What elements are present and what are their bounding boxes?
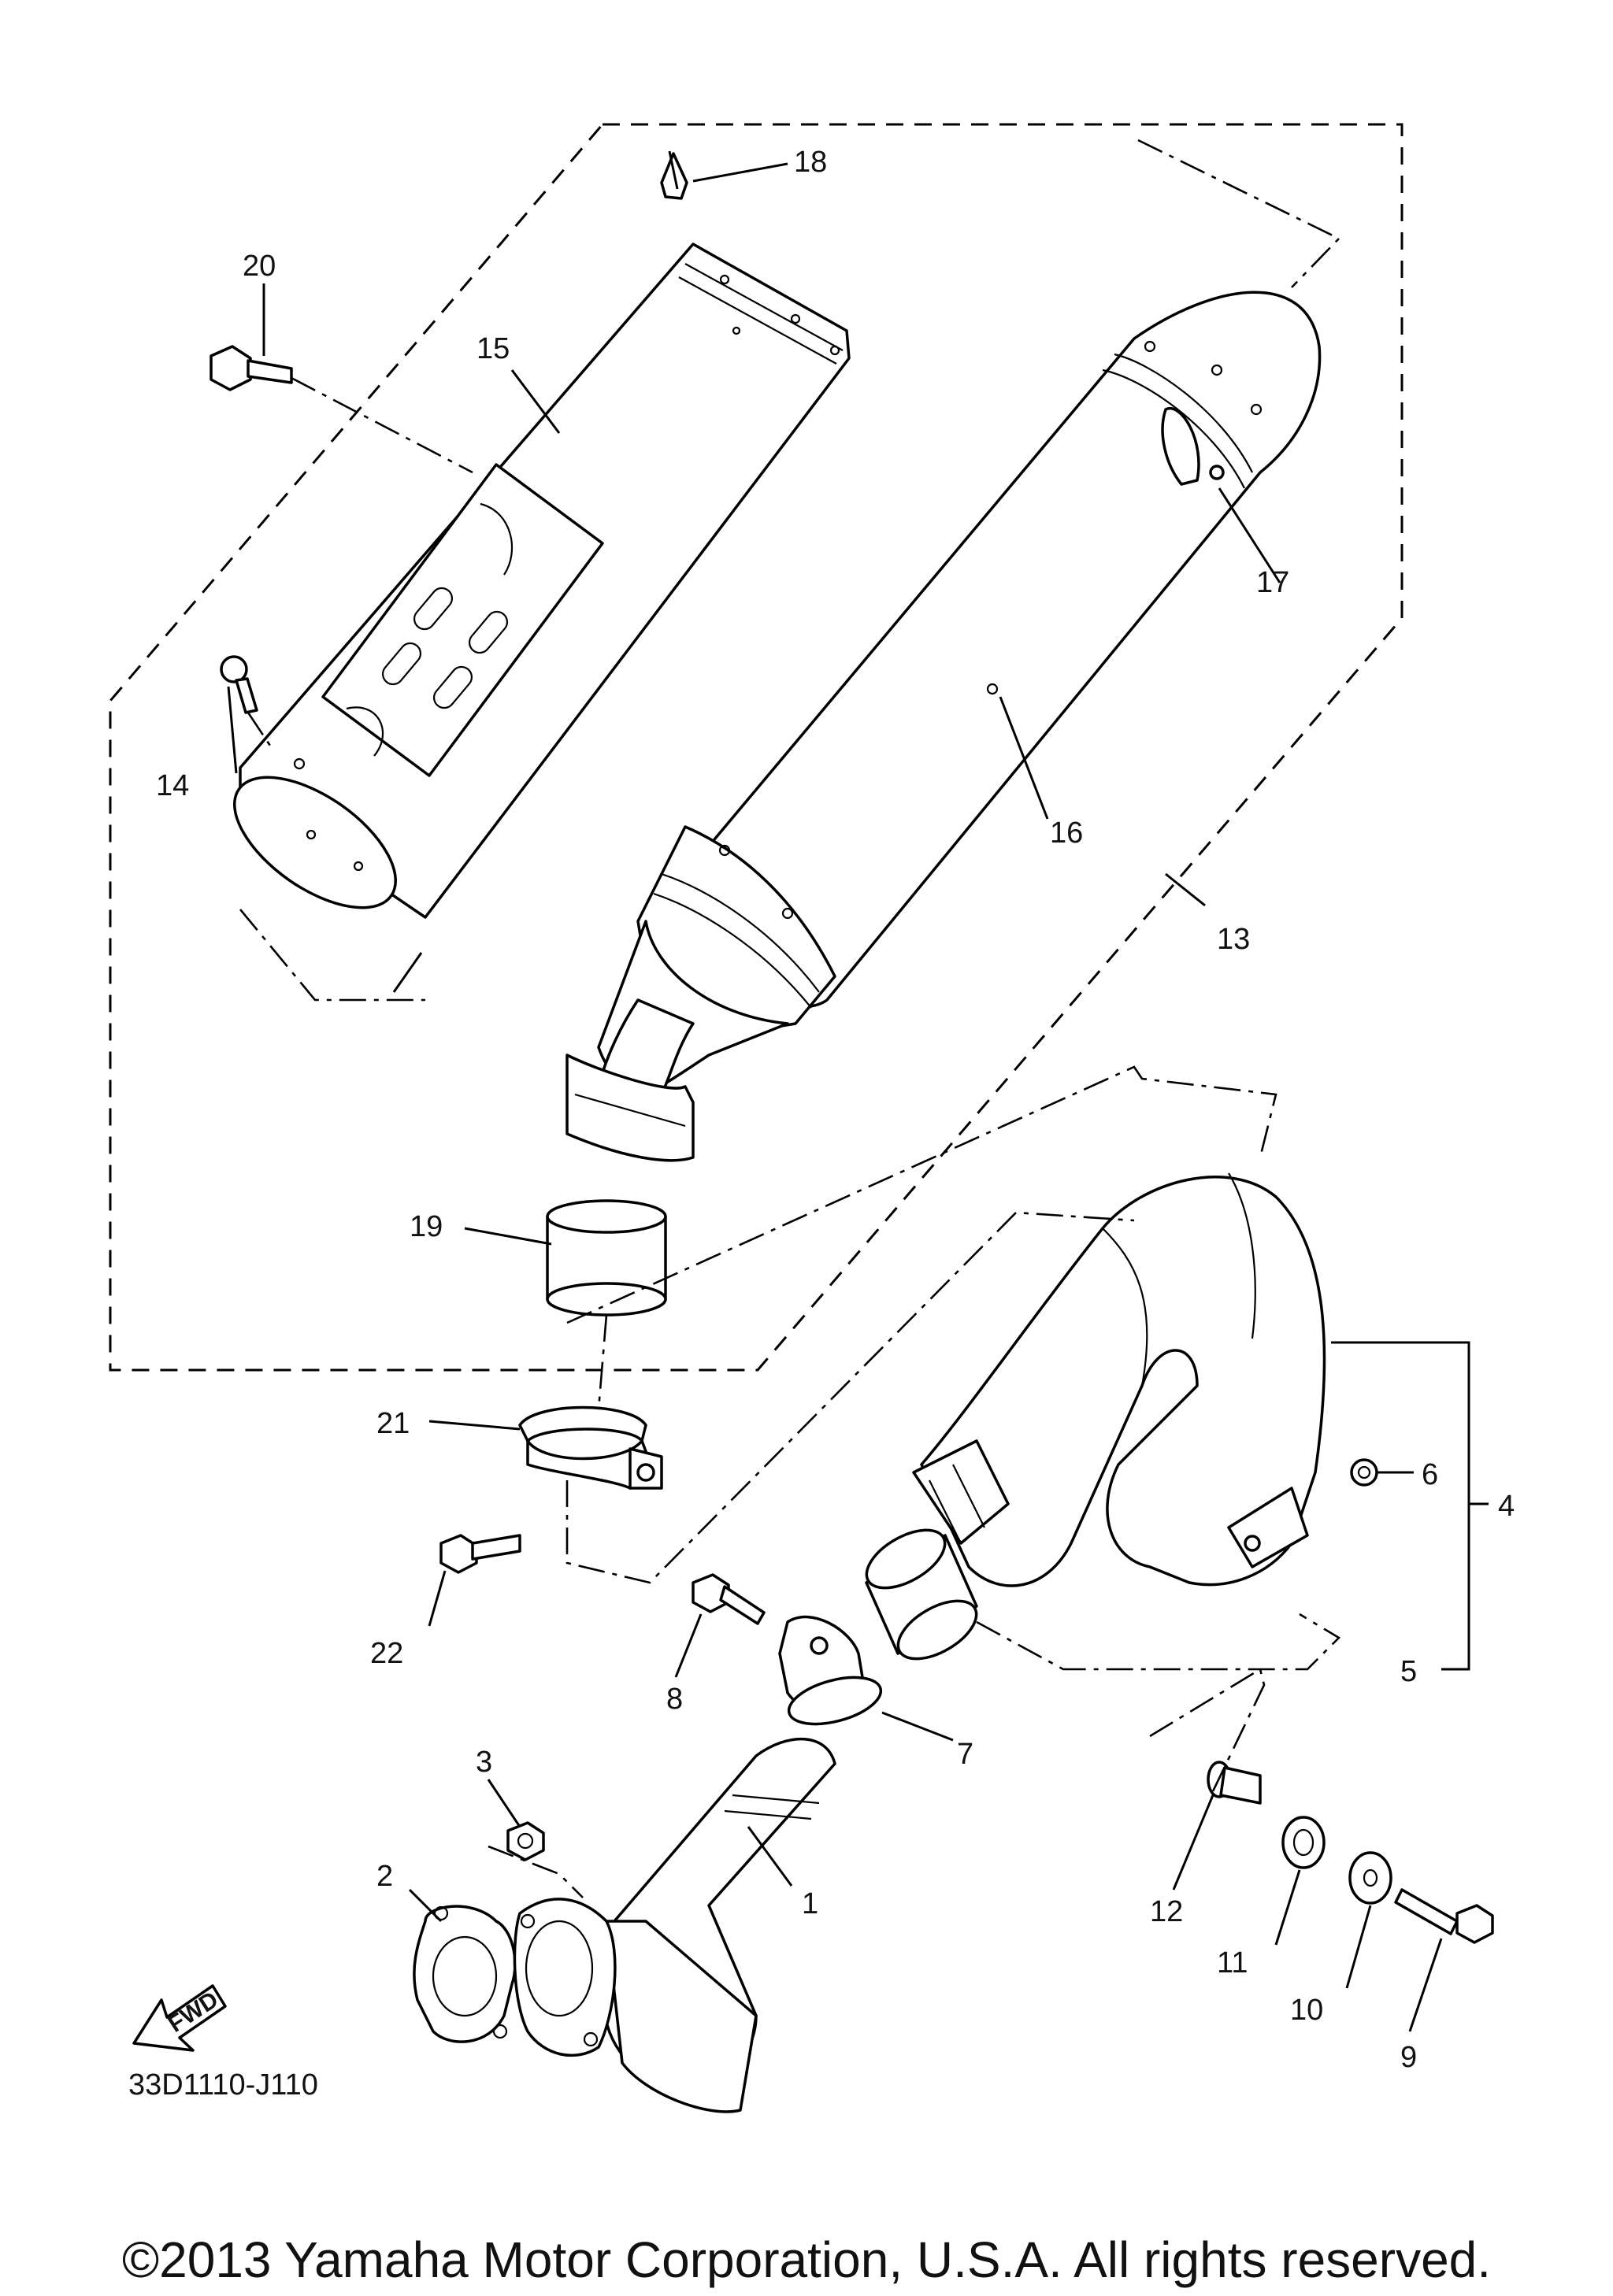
gasket-part-2 xyxy=(413,1905,517,2043)
callout-1: 1 xyxy=(802,1887,818,1920)
callout-6: 6 xyxy=(1422,1458,1438,1491)
joint-part-19 xyxy=(546,1199,667,1316)
bolt-part-9 xyxy=(1394,1888,1494,1944)
clamp-part-7 xyxy=(778,1615,883,1726)
bolt-part-22 xyxy=(439,1534,521,1574)
assembly-line-joint xyxy=(597,1314,608,1410)
bolt-part-14 xyxy=(220,655,258,714)
washer-part-10 xyxy=(1348,1851,1392,1905)
callout-19: 19 xyxy=(410,1210,443,1243)
assembly-line-bolt-20 xyxy=(291,376,473,474)
exhaust-pipe-part-1 xyxy=(603,1738,836,2113)
callout-8: 8 xyxy=(666,1683,683,1716)
callout-22: 22 xyxy=(370,1637,403,1670)
assembly-line-clamp-pipe xyxy=(565,1211,1135,1584)
callout-10: 10 xyxy=(1290,1994,1323,2027)
exhaust-flange xyxy=(513,1898,617,2057)
diagram-code: 33D1110-J110 xyxy=(128,2068,318,2102)
callout-5: 5 xyxy=(1400,1655,1417,1688)
leader-lines xyxy=(227,162,1489,2032)
callout-14: 14 xyxy=(156,769,189,802)
muffler-assembly-boundary xyxy=(109,123,1403,1372)
callout-21: 21 xyxy=(376,1407,410,1440)
exhaust-pipe-part-4 xyxy=(912,1172,1326,1587)
callout-4: 4 xyxy=(1498,1490,1515,1523)
nut-part-3 xyxy=(506,1821,545,1861)
bolt-part-8 xyxy=(692,1573,766,1625)
rivet-part-18 xyxy=(660,150,688,200)
callout-7: 7 xyxy=(957,1738,973,1771)
bolt-part-6 xyxy=(1350,1458,1378,1487)
callout-3: 3 xyxy=(476,1746,492,1779)
assembly-line-pipe-joint xyxy=(976,1613,1341,1671)
clamp-part-21 xyxy=(518,1405,663,1490)
callout-13: 13 xyxy=(1217,923,1250,956)
assembly-line-muffler xyxy=(1137,139,1341,288)
forward-arrow-icon: FWD xyxy=(132,1984,227,2052)
damper-part-11 xyxy=(1281,1816,1326,1869)
assembly-line-muffler-clamp xyxy=(566,1065,1277,1324)
copyright-notice: ©2013 Yamaha Motor Corporation, U.S.A. A… xyxy=(122,2231,1491,2288)
bolt-part-20 xyxy=(210,345,293,391)
callout-numbers: 1 2 3 4 5 6 7 8 9 10 11 12 13 14 15 16 1… xyxy=(156,146,1515,2074)
gasket-part-5 xyxy=(865,1528,978,1661)
assembly-line-heat-protector xyxy=(239,909,425,1002)
callout-12: 12 xyxy=(1150,1895,1183,1928)
assembly-line-bracket xyxy=(1149,1667,1266,1792)
callout-16: 16 xyxy=(1050,817,1083,850)
callout-11: 11 xyxy=(1217,1946,1248,1979)
heat-protector-part-15 xyxy=(233,243,851,919)
assembly-line-nut-3 xyxy=(488,1845,584,1898)
callout-17: 17 xyxy=(1256,566,1289,599)
callout-2: 2 xyxy=(376,1860,393,1893)
assembly-line-bolt-14 xyxy=(247,712,273,749)
callout-20: 20 xyxy=(243,250,276,283)
muffler-part-16 xyxy=(565,291,1322,1162)
callout-9: 9 xyxy=(1400,2041,1417,2074)
callout-15: 15 xyxy=(476,332,510,365)
callout-18: 18 xyxy=(794,146,827,179)
